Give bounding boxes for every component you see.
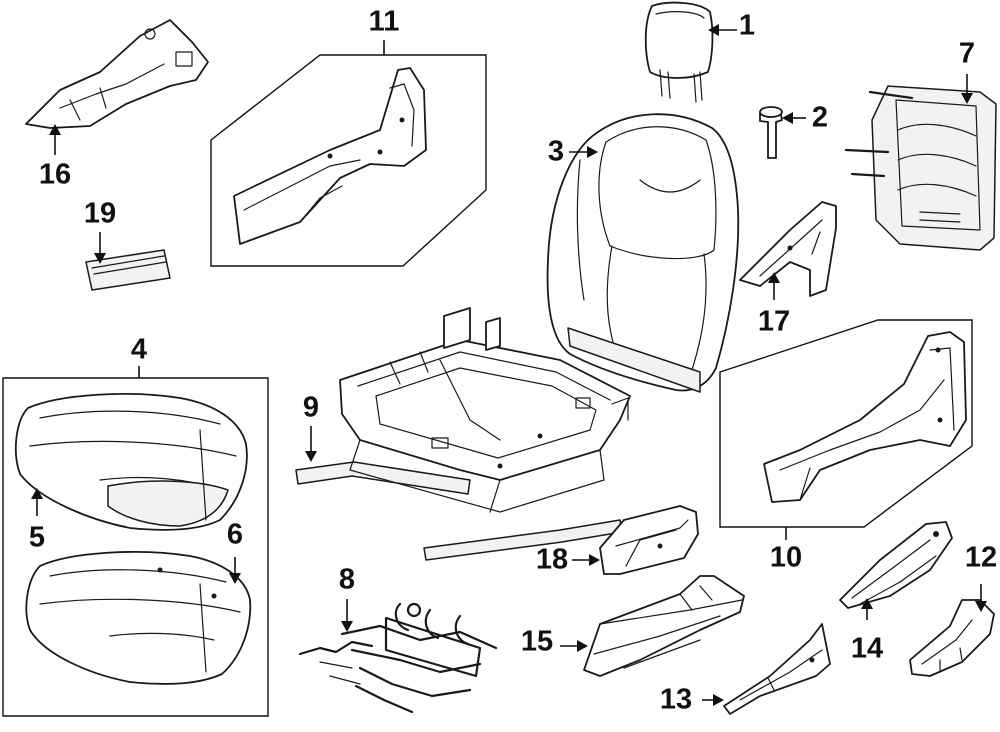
arrow-3: [587, 146, 598, 158]
part-pad[interactable]: [85, 249, 171, 291]
arrow-13: [713, 694, 724, 706]
part-trim-strip[interactable]: [723, 623, 831, 715]
part-seatback-frame[interactable]: [844, 85, 997, 251]
arrow-14: [861, 598, 873, 609]
box-4: [2, 377, 269, 717]
part-inner-shield[interactable]: [763, 331, 967, 503]
callout-5: 5: [28, 521, 46, 554]
part-headrest-guide[interactable]: [759, 106, 783, 159]
arrow-17: [768, 272, 780, 283]
arrow-1: [708, 24, 719, 36]
callout-12: 12: [964, 541, 998, 574]
callout-1: 1: [738, 9, 756, 42]
arrow-16: [49, 124, 61, 135]
arrow-2: [782, 112, 793, 124]
callout-17: 17: [757, 305, 791, 338]
part-cushion-cover[interactable]: [14, 393, 248, 531]
arrow-5: [31, 488, 43, 499]
part-seat-back[interactable]: [546, 113, 740, 393]
callout-2: 2: [811, 101, 829, 134]
part-trim-cover[interactable]: [25, 19, 209, 129]
part-spring-assembly[interactable]: [298, 602, 498, 714]
arrow-9: [305, 451, 317, 462]
arrow-6: [229, 573, 241, 584]
callout-19: 19: [83, 197, 117, 230]
part-end-cap[interactable]: [909, 599, 995, 677]
arrow-18: [589, 554, 600, 566]
arrow-15: [577, 640, 588, 652]
part-bracket[interactable]: [739, 201, 837, 297]
part-seat-track[interactable]: [295, 307, 631, 561]
arrow-8: [341, 621, 353, 632]
callout-9: 9: [302, 391, 320, 424]
part-side-trim[interactable]: [583, 575, 745, 677]
part-outer-shield[interactable]: [233, 67, 427, 245]
callout-6: 6: [226, 518, 244, 551]
callout-18: 18: [535, 543, 569, 576]
callout-16: 16: [38, 158, 72, 191]
callout-15: 15: [520, 625, 554, 658]
callout-8: 8: [338, 563, 356, 596]
callout-14: 14: [850, 632, 884, 665]
callout-11: 11: [368, 5, 400, 38]
part-headrest[interactable]: [644, 1, 714, 103]
part-trim-piece[interactable]: [599, 505, 699, 575]
part-cushion-pad[interactable]: [25, 551, 252, 685]
callout-13: 13: [659, 683, 693, 716]
callout-4: 4: [130, 333, 148, 366]
box-11: [210, 54, 487, 267]
callout-7: 7: [958, 37, 976, 70]
callout-10: 10: [769, 541, 803, 574]
box-10: [719, 319, 973, 528]
arrow-12: [975, 601, 987, 612]
arrow-19: [94, 253, 106, 264]
arrow-7: [961, 93, 973, 104]
part-handle-cover[interactable]: [839, 521, 953, 609]
callout-3: 3: [547, 135, 565, 168]
